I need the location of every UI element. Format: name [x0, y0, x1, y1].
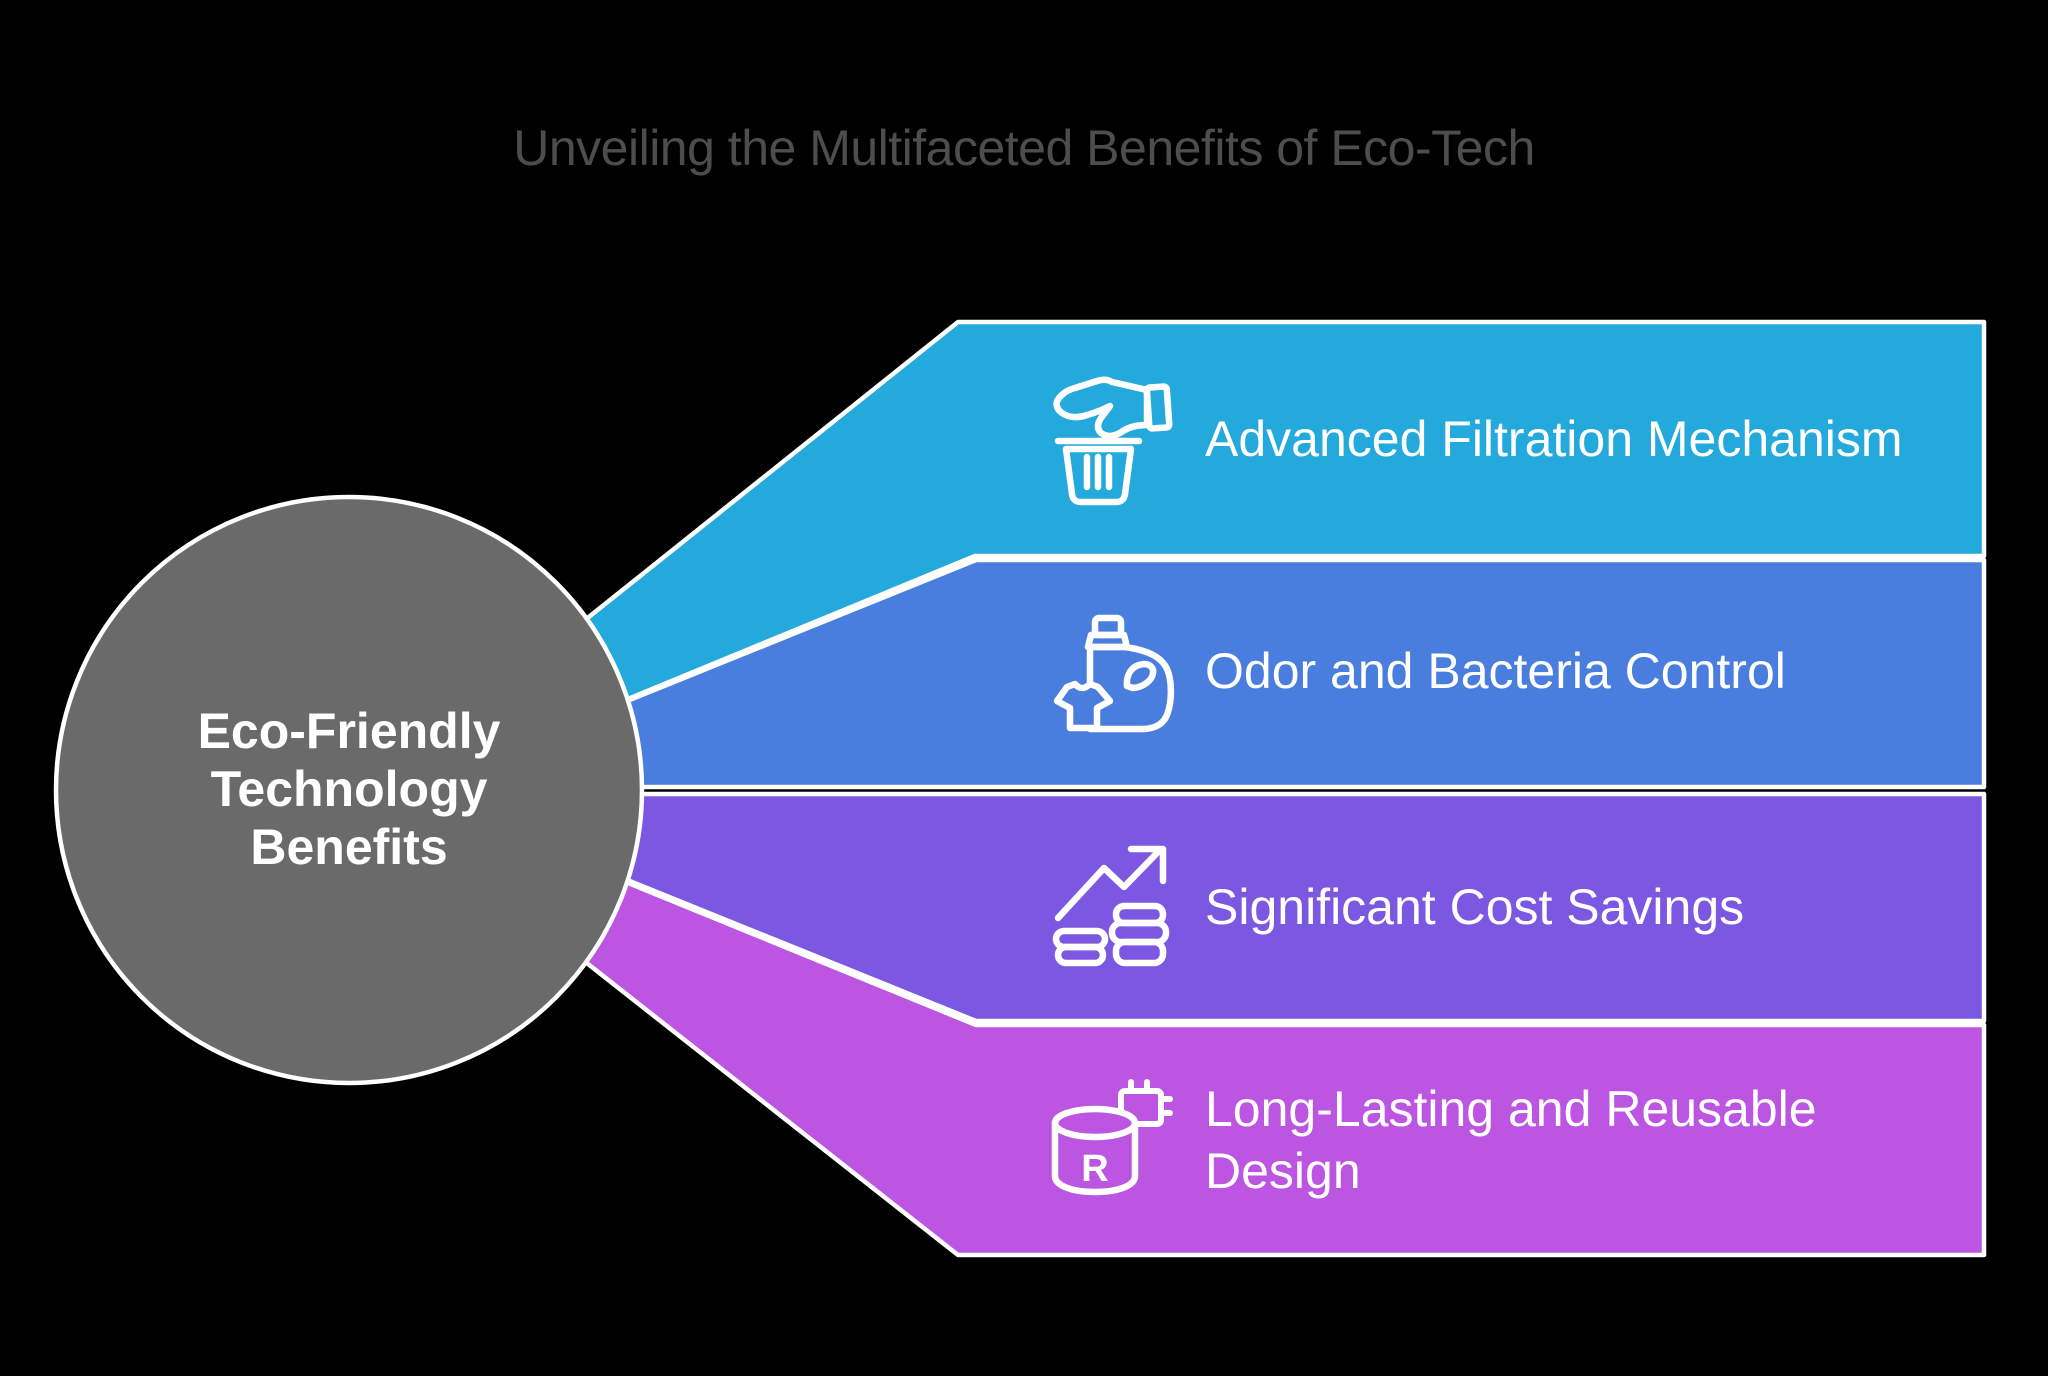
band-2-label: Odor and Bacteria Control	[1205, 643, 1786, 699]
hub-label-line-1: Eco-Friendly	[197, 703, 501, 759]
band-4-label: Long-Lasting and Reusable Design	[1205, 1081, 1817, 1199]
band-1-label: Advanced Filtration Mechanism	[1205, 411, 1903, 467]
hand-dropping-into-trash-icon	[1053, 376, 1173, 506]
page-title: Unveiling the Multifaceted Benefits of E…	[513, 120, 1535, 176]
reusable-container-chip-icon: R	[1051, 1079, 1173, 1196]
growth-chart-coins-icon	[1052, 845, 1170, 967]
hub-label-line-2: Technology	[210, 761, 488, 817]
hub-label-line-3: Benefits	[250, 819, 448, 875]
hub-label: Eco-Friendly Technology Benefits	[89, 702, 609, 876]
band-3-label: Significant Cost Savings	[1205, 879, 1745, 935]
detergent-bottle-shirt-icon	[1053, 614, 1175, 733]
hub-circle	[53, 494, 645, 1086]
icon-letter-r: R	[1081, 1148, 1108, 1190]
